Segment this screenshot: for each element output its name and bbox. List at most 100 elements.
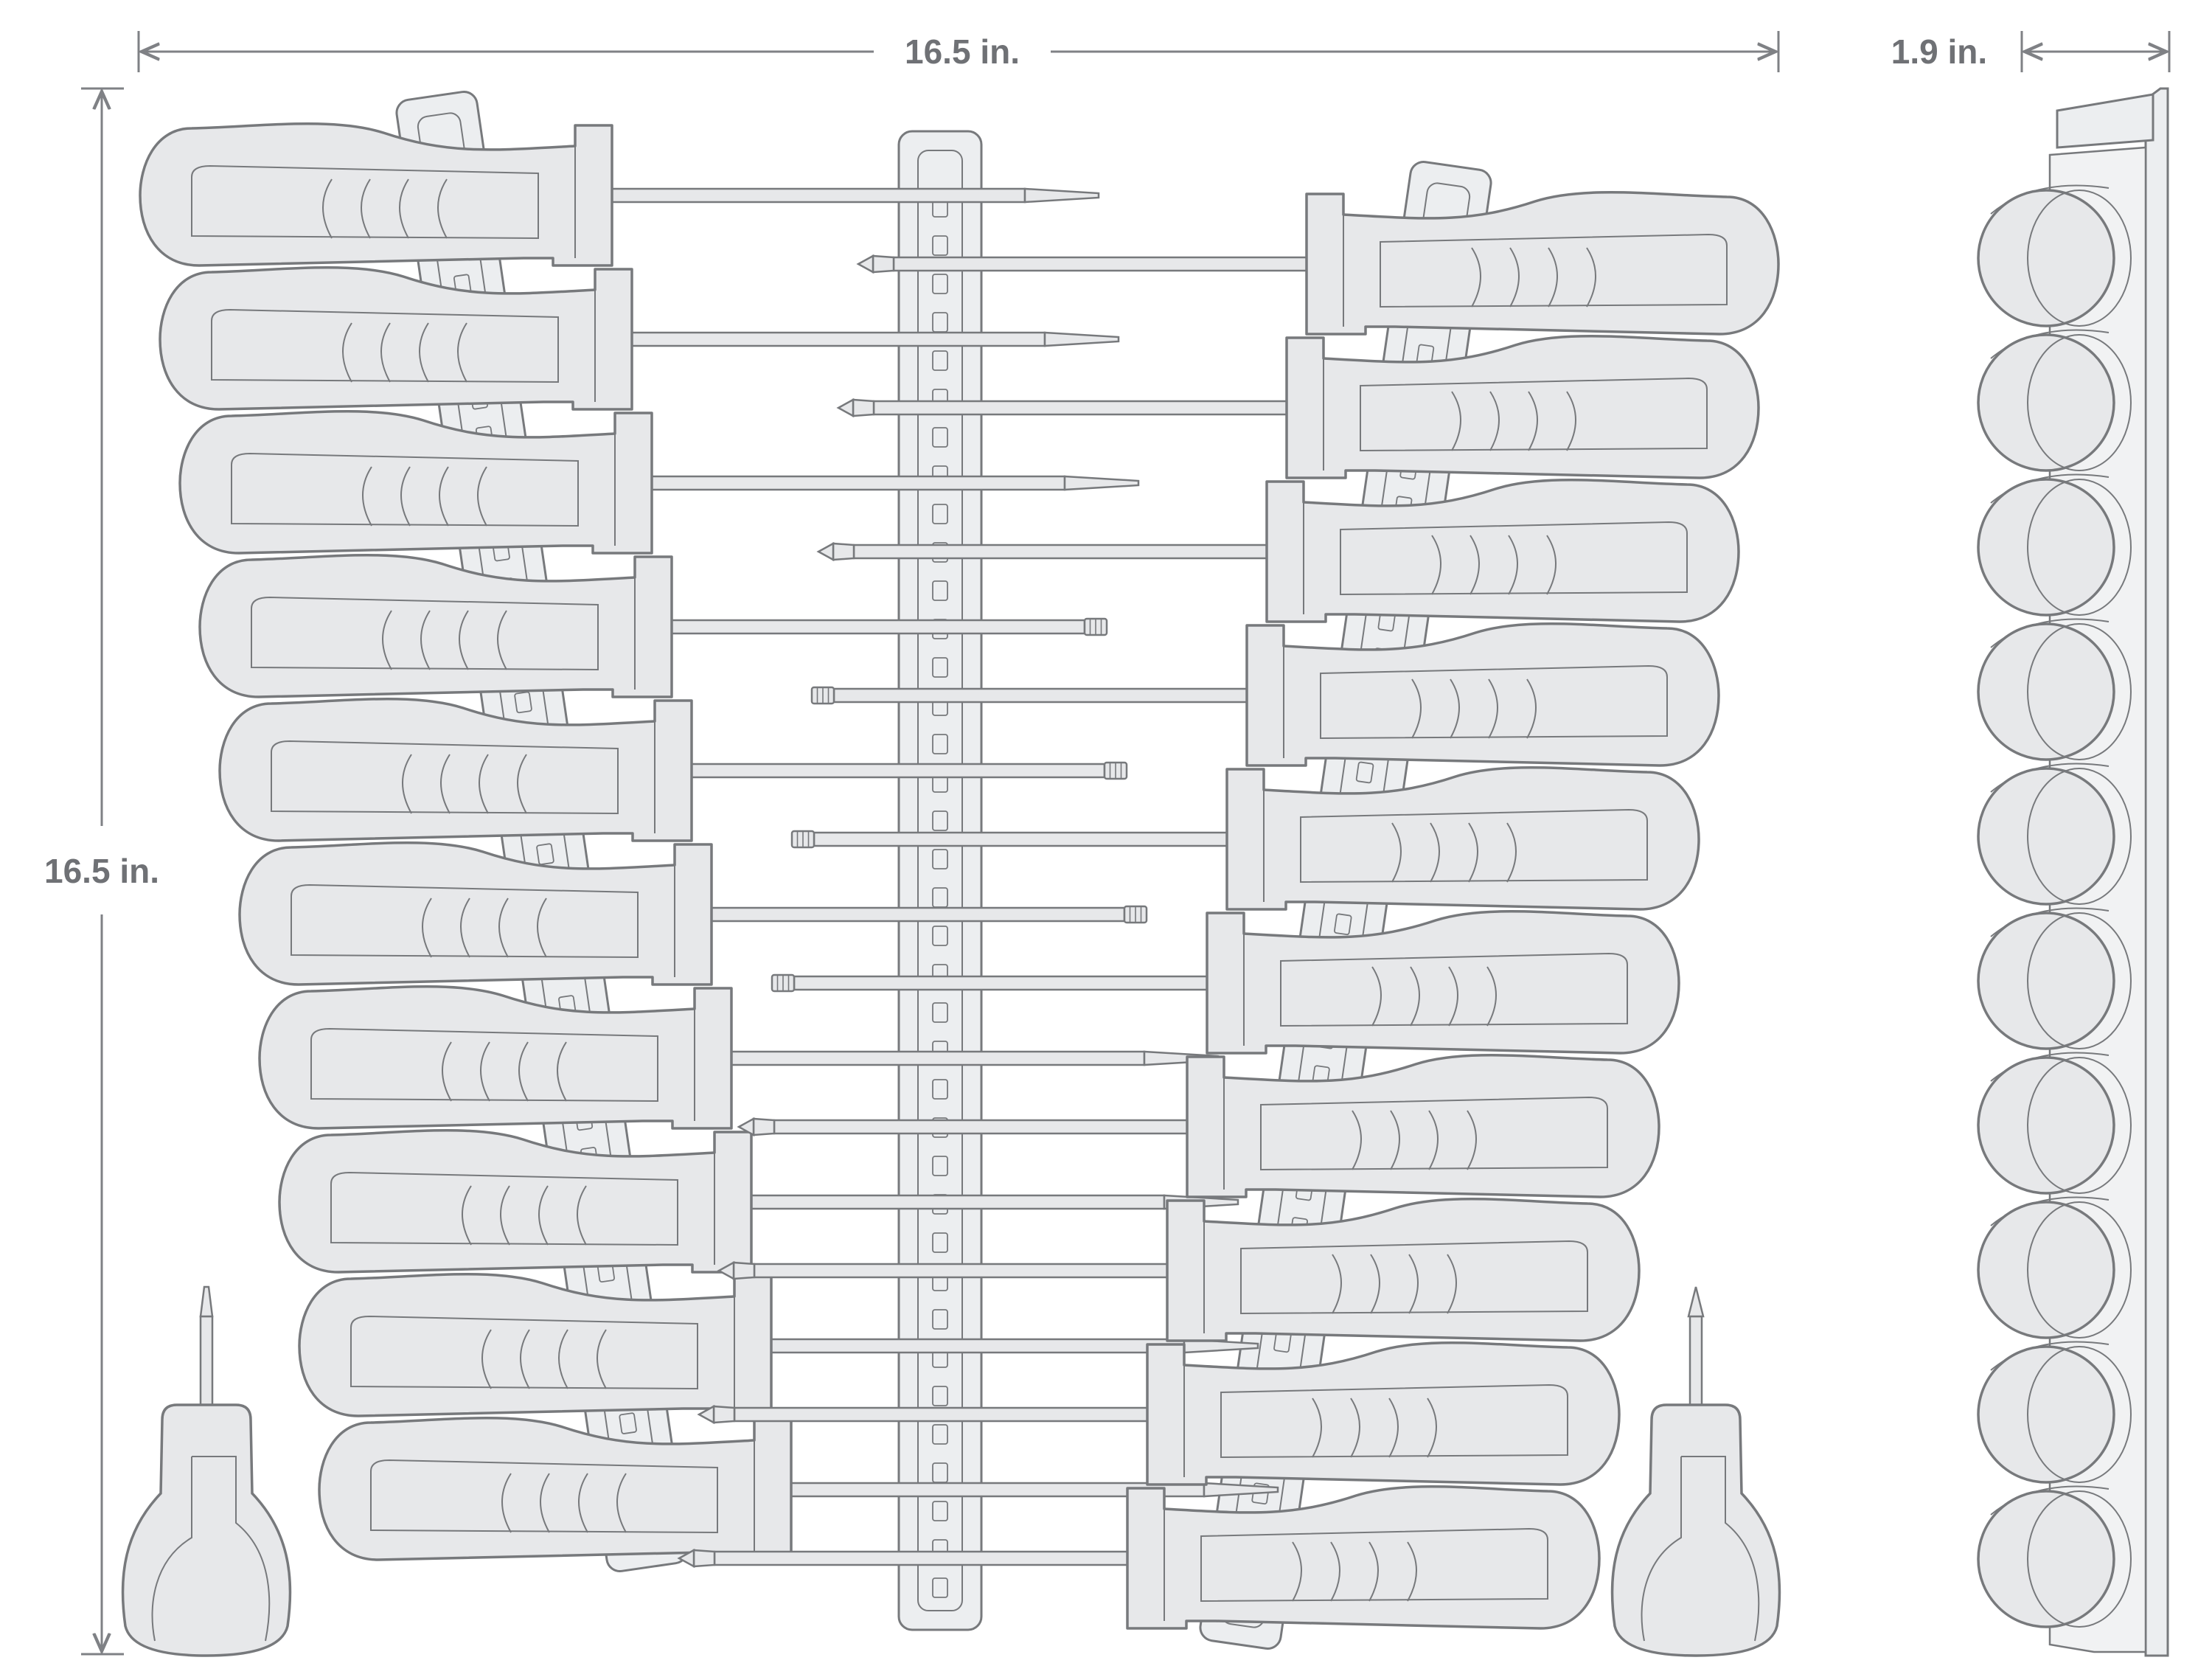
- side-handle: [1977, 1341, 2132, 1484]
- shaft: [730, 1050, 1146, 1066]
- handle-end: [1977, 1490, 2115, 1628]
- left-handle: [238, 841, 713, 986]
- handle-end: [1977, 622, 2115, 761]
- right-handle: [1285, 335, 1760, 479]
- side-handle: [1977, 1052, 2132, 1195]
- left-handle: [278, 1129, 753, 1274]
- left-screwdriver: [159, 266, 1120, 411]
- side-handle: [1977, 618, 2132, 761]
- slotted-tip: [1043, 331, 1120, 347]
- handle-end: [1977, 1345, 2115, 1484]
- left-handle: [139, 122, 613, 267]
- phillips-tip: [732, 1261, 756, 1280]
- right-screwdriver: [790, 766, 1700, 911]
- depth-dimension: [2020, 31, 2171, 72]
- handle-end: [1977, 767, 2115, 906]
- stubby-shaft: [1688, 1315, 1703, 1406]
- phillips-tip: [832, 542, 855, 561]
- left-screwdriver: [298, 1273, 1259, 1417]
- left-handle: [178, 410, 653, 555]
- phillips-tip: [872, 254, 895, 274]
- side-handle: [1977, 907, 2132, 1050]
- phillips-tip: [692, 1549, 716, 1568]
- width-label: 16.5 in.: [905, 32, 1020, 71]
- shaft: [713, 1550, 1129, 1566]
- screwdriver-group: [139, 122, 1780, 1630]
- shaft: [892, 256, 1308, 272]
- right-handle: [1225, 766, 1700, 911]
- stubby-screwdriver: [121, 1285, 292, 1657]
- shaft: [872, 400, 1288, 416]
- right-screwdriver: [737, 1054, 1660, 1198]
- left-screwdriver: [139, 122, 1100, 267]
- stubby-handle: [121, 1403, 292, 1657]
- left-handle: [298, 1273, 773, 1417]
- center-rack: [897, 130, 983, 1631]
- left-screwdriver: [198, 554, 1108, 698]
- shaft: [770, 1338, 1186, 1354]
- shaft: [690, 763, 1106, 779]
- side-view: [1977, 87, 2169, 1657]
- shaft: [650, 475, 1066, 491]
- shaft: [793, 975, 1208, 991]
- left-screwdriver: [278, 1129, 1239, 1274]
- shaft: [611, 187, 1026, 204]
- handle-end: [1977, 912, 2115, 1050]
- left-screwdriver: [238, 841, 1148, 986]
- right-screwdriver: [816, 479, 1740, 623]
- shaft: [670, 619, 1086, 635]
- phillips-tip: [752, 1117, 776, 1136]
- right-screwdriver: [697, 1341, 1621, 1486]
- handle-end: [1977, 333, 2115, 472]
- shaft: [753, 1263, 1169, 1279]
- shaft: [852, 544, 1268, 560]
- right-screwdriver: [677, 1485, 1601, 1630]
- depth-label: 1.9 in.: [1891, 32, 1987, 71]
- slotted-tip: [1023, 187, 1100, 204]
- shaft: [630, 331, 1046, 347]
- right-handle: [1186, 1054, 1660, 1198]
- right-screwdriver: [771, 910, 1680, 1055]
- side-handle: [1977, 184, 2132, 327]
- left-screwdriver: [218, 698, 1128, 842]
- phillips-tip: [852, 398, 875, 417]
- shaft: [733, 1406, 1149, 1423]
- stubby-handle: [1610, 1403, 1781, 1657]
- phillips-tip: [1687, 1286, 1705, 1318]
- right-handle: [1305, 191, 1780, 336]
- slotted-tip: [1203, 1482, 1279, 1498]
- left-handle: [198, 554, 673, 698]
- shaft: [773, 1119, 1189, 1135]
- right-screwdriver: [836, 335, 1760, 479]
- phillips-tip: [712, 1405, 736, 1424]
- handle-end: [1977, 1201, 2115, 1339]
- right-handle: [1166, 1198, 1641, 1342]
- left-screwdriver: [178, 410, 1140, 555]
- handle-end: [1977, 478, 2115, 617]
- height-dimension: [81, 87, 124, 1656]
- right-handle: [1265, 479, 1740, 623]
- right-handle: [1126, 1485, 1601, 1630]
- left-handle: [218, 698, 693, 842]
- right-screwdriver: [717, 1198, 1641, 1342]
- right-screwdriver: [810, 622, 1720, 767]
- right-handle: [1245, 622, 1720, 767]
- right-screwdriver: [856, 191, 1780, 336]
- height-label: 16.5 in.: [44, 852, 159, 890]
- side-handle: [1977, 763, 2132, 906]
- slotted-tip: [199, 1285, 214, 1318]
- side-handle: [1977, 1196, 2132, 1339]
- slotted-tip: [1063, 475, 1140, 491]
- shaft: [832, 687, 1248, 704]
- side-handle: [1977, 1485, 2132, 1628]
- handle-end: [1977, 189, 2115, 327]
- shaft: [710, 906, 1126, 923]
- width-dimension: [137, 31, 1780, 72]
- left-handle: [258, 985, 733, 1130]
- stubby-screwdriver: [1610, 1286, 1781, 1657]
- left-screwdriver: [258, 985, 1220, 1130]
- right-handle: [1146, 1341, 1621, 1486]
- side-handle: [1977, 473, 2132, 617]
